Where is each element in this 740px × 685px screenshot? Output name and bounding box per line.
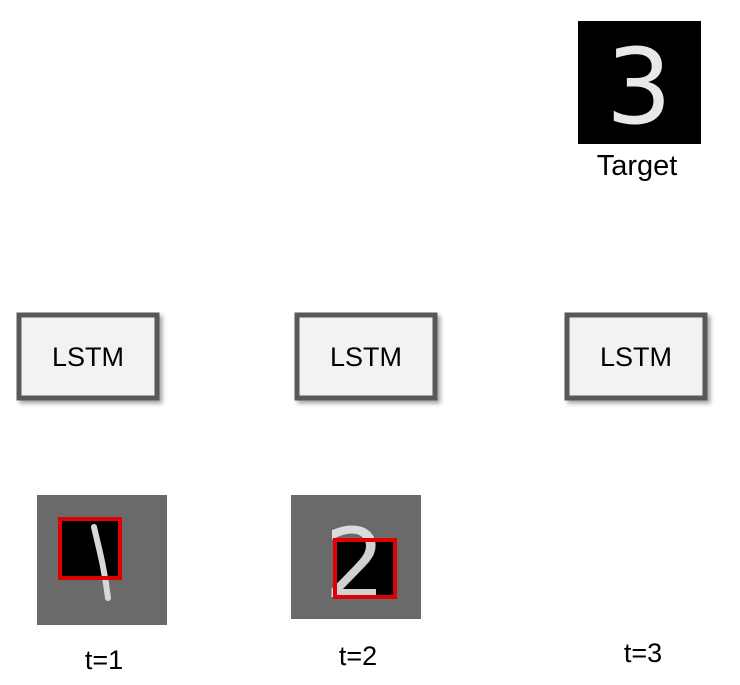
lstm-node-label: LSTM [330, 342, 402, 372]
lstm-node-label: LSTM [600, 342, 672, 372]
digit-stroke [91, 524, 111, 601]
target-digit: 3 [606, 26, 672, 148]
lstm-node-box [16, 312, 160, 401]
time-step-label-3: t=3 [624, 638, 662, 668]
time-step-label-2: t=2 [339, 641, 377, 671]
glimpse-patch [335, 540, 395, 597]
input-image-1: 1 [37, 495, 167, 625]
target-label: Target [597, 150, 678, 182]
lstm-node-label: LSTM [52, 342, 124, 372]
lstm-node-3: LSTM [564, 312, 708, 401]
target-image: 3 [578, 21, 701, 148]
lstm-node-box [564, 312, 708, 401]
lstm-node-2: LSTM [294, 312, 438, 401]
input-image-2: 2 [291, 495, 421, 620]
glimpse-patch [60, 519, 120, 578]
time-step-label-1: t=1 [85, 645, 123, 675]
lstm-node-box [294, 312, 438, 401]
lstm-node-1: LSTM [16, 312, 160, 401]
target-image-background [578, 21, 701, 144]
